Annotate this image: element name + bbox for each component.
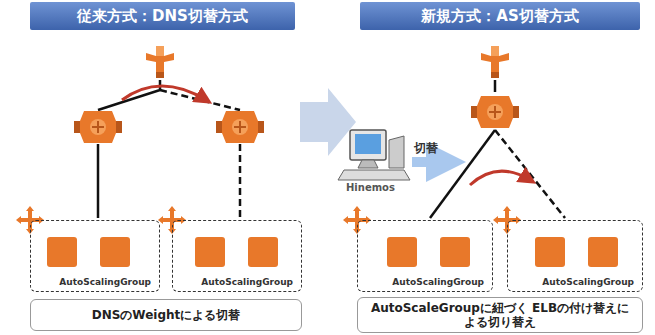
autoscaling-group-box: AutoScalingGroup [30, 220, 160, 292]
elb-line [495, 130, 565, 218]
product-logo: Hinemos [346, 182, 395, 193]
switch-arrow [412, 157, 446, 167]
autoscaling-group-box: AutoScalingGroup [172, 220, 302, 292]
switch-arrow [122, 86, 206, 100]
title-band-text: 従来方式：DNS切替方式 [77, 7, 248, 26]
autoscaling-group-box-text: AutoScalingGroup [542, 277, 634, 287]
elb-line [97, 144, 100, 218]
title-band: 新規方式：AS切替方式 [360, 2, 640, 30]
caption-box-text: AutoScaleGroupに紐づく ELBの付け替えによる切り替え [366, 301, 634, 330]
autoscaling-group-box: AutoScalingGroup [507, 220, 643, 292]
dns-route-line [494, 80, 497, 92]
dns-route-line [160, 90, 240, 110]
transition-arrow [300, 88, 356, 156]
switch-arrow [470, 171, 530, 185]
hinemos-pc-icon [338, 130, 410, 180]
autoscaling-group-box-text: AutoScalingGroup [59, 277, 151, 287]
autoscaling-group-box-text: AutoScalingGroup [201, 277, 293, 287]
caption-box: DNSのWeightによる切替 [30, 299, 302, 331]
autoscaling-group-box-text: AutoScalingGroup [392, 277, 484, 287]
switch-label: 切替 [414, 140, 438, 157]
title-band: 従来方式：DNS切替方式 [30, 2, 295, 30]
autoscaling-group-box: AutoScalingGroup [357, 220, 493, 292]
elb-line [239, 144, 242, 218]
caption-box: AutoScaleGroupに紐づく ELBの付け替えによる切り替え [357, 297, 643, 333]
caption-box-text: DNSのWeightによる切替 [92, 308, 241, 322]
title-band-text: 新規方式：AS切替方式 [421, 7, 578, 26]
